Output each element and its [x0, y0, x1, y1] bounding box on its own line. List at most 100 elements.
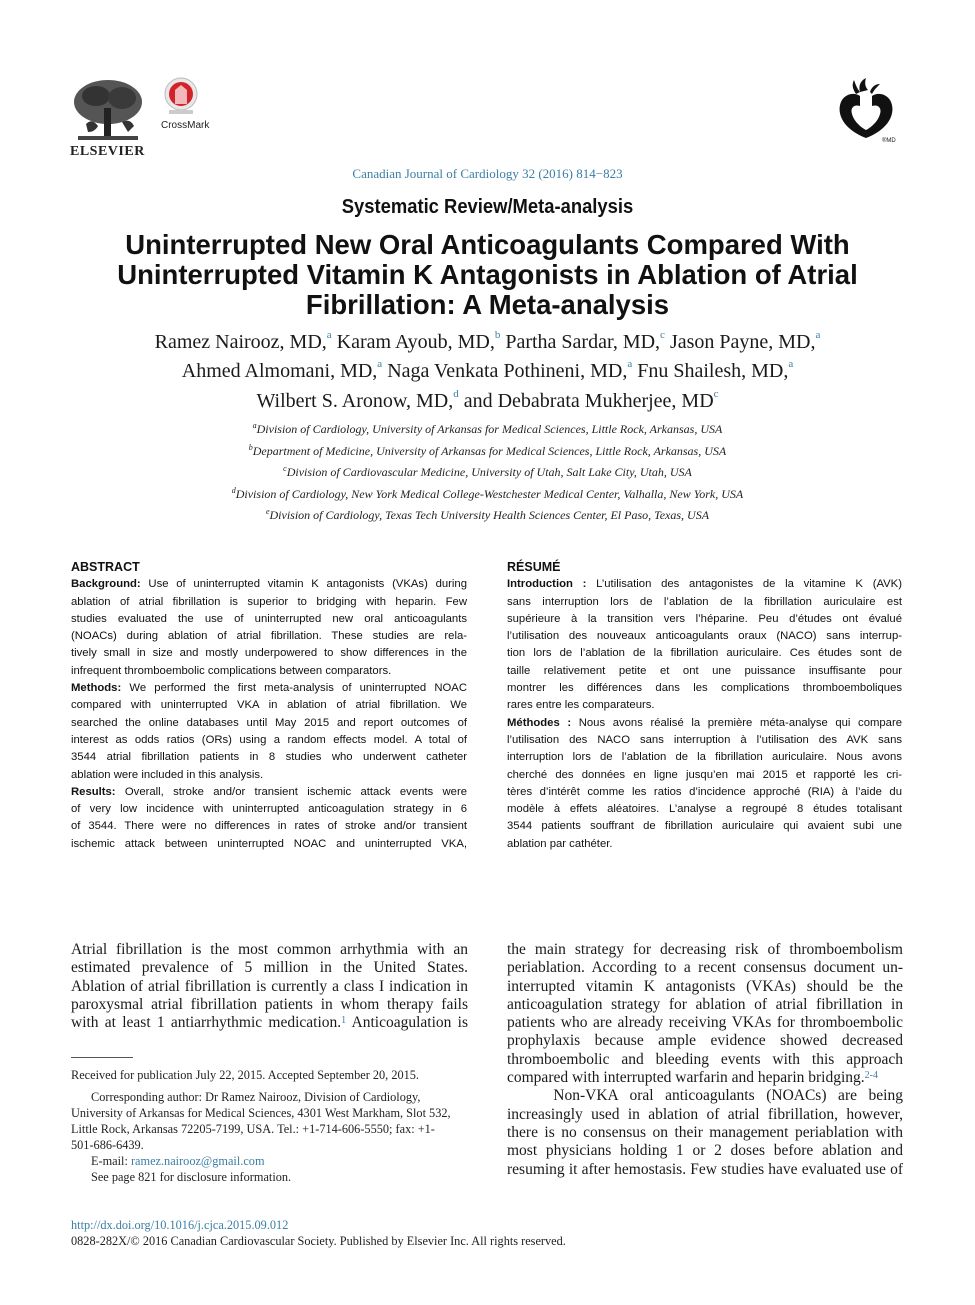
line-text: Ablation of atrial fibrillation is curre… [71, 977, 468, 995]
line-text: modèle à effets aléatoires. L’analyse a … [507, 803, 902, 816]
canadian-cardiovascular-society-logo: ®MD [830, 76, 902, 148]
line-text: cherché des données en ligne jusqu’en ma… [507, 768, 902, 781]
author-affil-mark[interactable]: a [326, 329, 332, 341]
text-line: searched the online databases until May … [71, 715, 467, 732]
line-text: compared with uninterrupted VKA in ablat… [71, 699, 467, 712]
text-line: of 3544. There were no differences in ra… [71, 818, 467, 835]
author-affil-mark[interactable]: a [627, 358, 633, 370]
journal-reference[interactable]: Canadian Journal of Cardiology 32 (2016)… [352, 166, 623, 181]
line-text: anticoagulation strategy for ablation of… [507, 995, 903, 1013]
affiliation: aDivision of Cardiology, University of A… [0, 421, 975, 437]
text-line: periablation. According to a recent cons… [507, 959, 903, 977]
title-line: Fibrillation: A Meta-analysis [305, 289, 670, 320]
line-text: ablation were included in this analysis. [71, 768, 264, 781]
author-affil-mark[interactable]: c [713, 388, 719, 400]
text-line: ablation par cathéter. [507, 836, 902, 853]
line-text: l’utilisation des NACO sans interruption… [507, 733, 902, 746]
author-name: and Debabrata Mukherjee, MD [463, 390, 714, 412]
text-line: supérieure à la transition vers l’hépari… [507, 611, 902, 628]
line-text: the main strategy for decreasing risk of… [507, 941, 903, 958]
text-line: of very low incidence with uninterrupted… [71, 801, 467, 818]
affil-text: Division of Cardiovascular Medicine, Uni… [286, 465, 692, 479]
author-name: Wilbert S. Aronow, MD, [256, 390, 454, 412]
line-text: tively small in size and mostly underpow… [71, 647, 467, 660]
affil-mark: c [283, 464, 287, 473]
line-text: Use of uninterrupted vitamin K antagonis… [140, 578, 467, 591]
line-text: 3544 atrial fibrillation patients in 8 s… [71, 751, 467, 764]
text-line: modèle à effets aléatoires. L’analyse a … [507, 801, 902, 818]
copyright-line: 0828-282X/© 2016 Canadian Cardiovascular… [71, 1234, 566, 1248]
affil-text: Department of Medicine, University of Ar… [252, 444, 727, 458]
doi-link[interactable]: http://dx.doi.org/10.1016/j.cjca.2015.09… [71, 1218, 289, 1232]
text-line: resuming it after hemostasis. Few studie… [507, 1161, 903, 1179]
author-name: Ahmed Almomani, MD, [181, 360, 378, 382]
text-line: rares entre les comparateurs. [507, 697, 902, 714]
text-line: interrupted vitamin K antagonists (VKAs)… [507, 978, 903, 996]
text-line: compared with interrupted warfarin and h… [507, 1069, 903, 1087]
line-text: rares entre les comparateurs. [507, 699, 655, 712]
footnote-line: 501-686-6439. [71, 1138, 144, 1152]
footnote-line: Little Rock, Arkansas 72205-7199, USA. T… [71, 1122, 435, 1136]
text-line: Background: Use of uninterrupted vitamin… [71, 576, 467, 593]
line-text: interruption lors de l’ablation de la fi… [507, 751, 902, 764]
author-name: Jason Payne, MD, [669, 331, 816, 353]
section-label: Background: [71, 578, 141, 591]
crossmark-icon[interactable] [163, 76, 199, 120]
text-line: interruption lors de l’ablation de la fi… [507, 749, 902, 766]
text-line: the main strategy for decreasing risk of… [507, 941, 903, 959]
text-line: estimated prevalence of 5 million in the… [71, 959, 468, 977]
section-label: Méthodes : [507, 716, 572, 729]
line-text: paroxysmal atrial fibrillation patients … [71, 995, 468, 1013]
affil-mark: e [265, 507, 270, 516]
text-line: with at least 1 antiarrhythmic medicatio… [71, 1014, 468, 1032]
text-line: (NOACs) during ablation of atrial fibril… [71, 628, 467, 645]
author-affil-mark[interactable]: d [453, 388, 459, 400]
abstract-section: ABSTRACT Background: Use of uninterrupte… [71, 559, 467, 853]
line-text: most physicians holding 1 or 2 doses bef… [507, 1142, 903, 1160]
line-text: sans interruption lors de l’ablation de … [507, 595, 902, 608]
line-text: Non-VKA oral anticoagulants (NOACs) are … [507, 1087, 903, 1105]
text-line: Atrial fibrillation is the most common a… [71, 941, 468, 959]
text-line: Results: Overall, stroke and/or transien… [71, 784, 467, 801]
text-line: compared with uninterrupted VKA in ablat… [71, 697, 467, 714]
email-link[interactable]: ramez.nairooz@gmail.com [130, 1154, 265, 1168]
line-text: there is no consensus on their managemen… [507, 1123, 903, 1141]
received-note: Received for publication July 22, 2015. … [71, 1068, 419, 1082]
line-text: compared with interrupted warfarin and h… [507, 1069, 865, 1087]
author-name: Karam Ayoub, MD, [336, 331, 495, 353]
crossmark-label: CrossMark [161, 120, 210, 131]
line-text: interest as odds ratios (ORs) using a ra… [71, 733, 467, 746]
line-text: taille relativement petite et ont une pu… [507, 664, 902, 677]
text-line: Non-VKA oral anticoagulants (NOACs) are … [507, 1087, 903, 1105]
author-affil-mark[interactable]: a [377, 358, 383, 370]
author-line: Ahmed Almomani, MD,a Naga Venkata Pothin… [0, 358, 975, 383]
line-text: tion lors de l’ablation de la fibrillati… [507, 647, 902, 660]
affil-text: Division of Cardiology, Texas Tech Unive… [269, 508, 710, 522]
line-text: tères d’intérêt comme les ratios d’incid… [507, 785, 902, 798]
text-line: Methods: We performed the first meta-ana… [71, 680, 467, 697]
line-text: Nous avons réalisé la première méta-anal… [571, 716, 903, 729]
resume-heading: RÉSUMÉ [507, 560, 561, 574]
author-affil-mark[interactable]: a [815, 329, 821, 341]
line-text: ablation of atrial fibrillation is super… [71, 595, 467, 608]
author-affil-mark[interactable]: c [660, 329, 665, 341]
author-line: Wilbert S. Aronow, MD,d and Debabrata Mu… [0, 388, 975, 413]
line-text: Atrial fibrillation is the most common a… [71, 941, 468, 958]
article-type: Systematic Review/Meta-analysis [341, 196, 634, 218]
affil-text: Division of Cardiology, New York Medical… [235, 487, 744, 501]
citation-ref[interactable]: 2-4 [864, 1070, 879, 1082]
citation-ref[interactable]: 1 [341, 1015, 347, 1027]
line-text: with at least 1 antiarrhythmic medicatio… [71, 1014, 342, 1032]
article-title: Uninterrupted New Oral Anticoagulants Co… [70, 230, 905, 320]
author-name: Naga Venkata Pothineni, MD, [387, 360, 628, 382]
author-affil-mark[interactable]: b [494, 329, 501, 341]
email-label: E-mail: [91, 1154, 131, 1168]
elsevier-wordmark: ELSEVIER [70, 144, 145, 159]
line-text: resuming it after hemostasis. Few studie… [507, 1160, 903, 1178]
text-line: l’utilisation des nouveaux anticoagulant… [507, 628, 902, 645]
text-line: ischemic attack between uninterrupted NO… [71, 836, 467, 853]
text-line: paroxysmal atrial fibrillation patients … [71, 996, 468, 1014]
text-line: tively small in size and mostly underpow… [71, 645, 467, 662]
author-affil-mark[interactable]: a [788, 358, 794, 370]
abstract-heading: ABSTRACT [71, 560, 140, 574]
